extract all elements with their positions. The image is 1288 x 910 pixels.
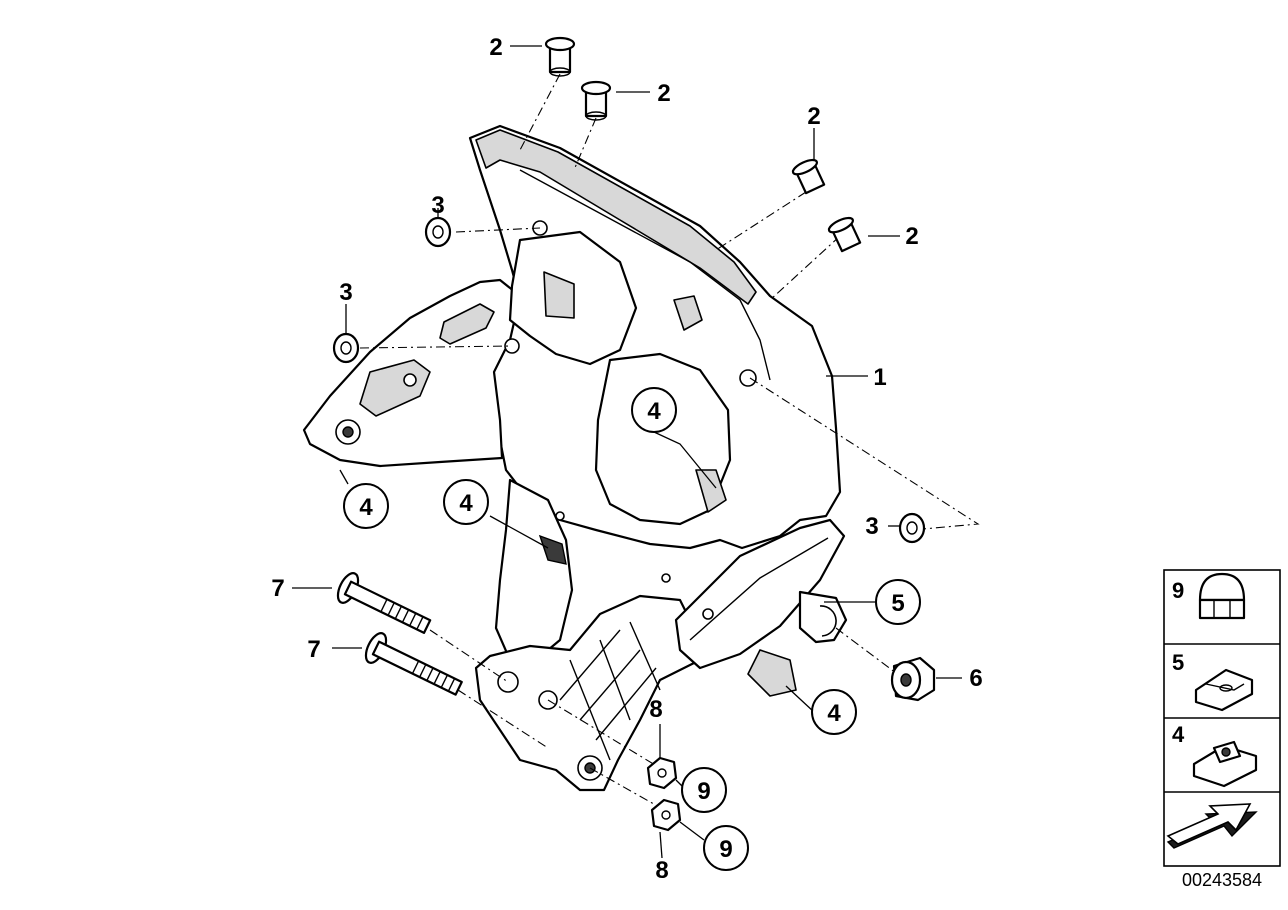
callout-4-left: 4 [343, 483, 389, 529]
rubber-bush-part [890, 656, 936, 702]
callout-2-top: 2 [489, 34, 502, 61]
leader-lines [292, 45, 962, 859]
svg-text:5: 5 [891, 590, 904, 617]
callout-4-center: 4 [631, 387, 677, 433]
callout-5: 5 [875, 579, 921, 625]
legend-clip-nut: 4 [1172, 722, 1258, 788]
callout-8-upper: 8 [649, 696, 662, 723]
callout-3-left: 3 [339, 279, 352, 306]
callout-2-far-right: 2 [905, 223, 918, 250]
svg-text:9: 9 [719, 836, 732, 863]
document-number: 00243584 [1182, 870, 1262, 890]
legend-cap-nut: 9 [1172, 572, 1246, 620]
svg-text:4: 4 [827, 700, 841, 727]
callout-6: 6 [969, 665, 982, 692]
grommet-parts [332, 216, 926, 544]
bolt-parts [336, 572, 463, 696]
callout-4-bottom-right: 4 [811, 689, 857, 735]
callout-2-upper: 2 [657, 80, 670, 107]
callout-1: 1 [873, 364, 886, 391]
assembly-lines [359, 73, 980, 813]
callout-7-lower: 7 [307, 636, 320, 663]
callout-3-right: 3 [865, 513, 878, 540]
main-bracket-part [302, 124, 848, 792]
hex-nut-parts [646, 756, 682, 832]
svg-text:4: 4 [459, 490, 473, 517]
callout-4-middle: 4 [443, 479, 489, 525]
callout-9-lower: 9 [703, 825, 749, 871]
svg-text:4: 4 [359, 494, 373, 521]
callout-7-upper: 7 [271, 575, 284, 602]
circled-callouts: 4 4 4 4 5 9 9 [343, 387, 921, 871]
parts-legend: 9 5 4 [1163, 569, 1281, 867]
legend-label-5: 5 [1172, 650, 1184, 675]
callout-numbers: 1 2 2 2 2 3 3 3 6 7 7 8 8 [271, 34, 982, 884]
next-page-arrow-icon [1166, 803, 1258, 849]
callout-9-upper: 9 [681, 767, 727, 813]
svg-text:9: 9 [697, 778, 710, 805]
callout-8-lower: 8 [655, 857, 668, 884]
legend-label-4: 4 [1172, 722, 1185, 747]
svg-text:4: 4 [647, 398, 661, 425]
bushing-parts [544, 36, 862, 253]
callout-2-right: 2 [807, 103, 820, 130]
callout-3-upper: 3 [431, 192, 444, 219]
legend-label-9: 9 [1172, 578, 1184, 603]
legend-spring-clip: 5 [1172, 650, 1254, 712]
